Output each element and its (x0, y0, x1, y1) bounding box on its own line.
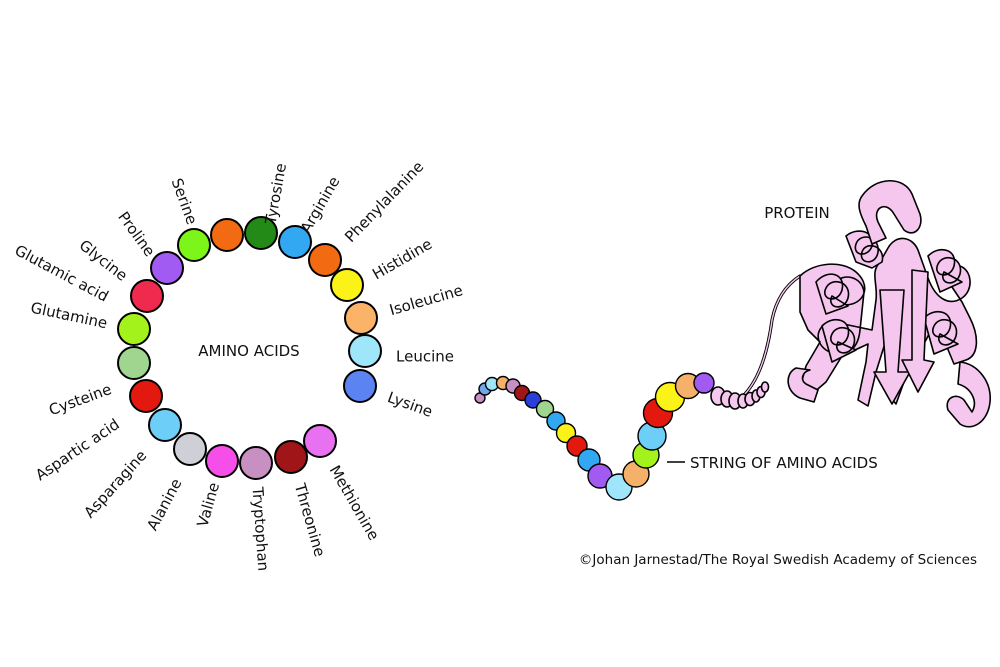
bead-methionine (303, 424, 337, 458)
amino-acid-ring (117, 216, 382, 480)
label-tryptophan: Tryptophan (248, 485, 272, 571)
bead-glycine (150, 251, 184, 285)
label-phenylalanine: Phenylalanine (341, 158, 427, 246)
label-alanine: Alanine (143, 476, 185, 534)
bead-tyrosine (244, 216, 278, 250)
label-glutamine: Glutamine (29, 299, 109, 333)
chain-bead (524, 391, 542, 409)
label-valine: Valine (193, 480, 223, 529)
credit-text: ©Johan Jarnestad/The Royal Swedish Acade… (579, 552, 977, 568)
bead-lysine (343, 369, 377, 403)
bead-arginine (278, 225, 312, 259)
bead-glutamic-acid (130, 279, 164, 313)
protein-structure (710, 180, 991, 428)
label-lysine: Lysine (385, 388, 435, 421)
bead-serine (210, 218, 244, 252)
coil-segment (710, 381, 770, 410)
bead-leucine (348, 334, 382, 368)
bead-asparagine (148, 408, 182, 442)
label-proline: Proline (114, 208, 158, 260)
label-arginine: Arginine (297, 173, 344, 236)
chain-bead (535, 399, 555, 419)
bead-proline (177, 228, 211, 262)
label-serine: Serine (168, 176, 201, 227)
label-isoleucine: Isoleucine (387, 281, 465, 319)
bead-tryptophan (239, 446, 273, 480)
label-asparagine: Asparagine (80, 447, 150, 522)
bead-phenylalanine (308, 243, 342, 277)
label-threonine: Threonine (291, 480, 329, 558)
bead-alanine (173, 432, 207, 466)
bead-threonine (274, 440, 308, 474)
label-methionine: Methionine (326, 462, 383, 543)
bead-aspartic-acid (129, 379, 163, 413)
ring-title: AMINO ACIDS (198, 342, 299, 360)
protein-label: PROTEIN (764, 204, 830, 222)
bead-histidine (330, 268, 364, 302)
label-tyrosine: Tyrosine (261, 162, 290, 227)
string-label: STRING OF AMINO ACIDS (690, 454, 878, 472)
bead-cysteine (117, 346, 151, 380)
label-histidine: Histidine (369, 235, 435, 283)
bead-glutamine (117, 312, 151, 346)
chain-bead (693, 372, 715, 394)
bead-valine (205, 444, 239, 478)
label-leucine: Leucine (396, 348, 454, 366)
label-cysteine: Cysteine (46, 380, 113, 419)
amino-acid-chain (474, 372, 715, 501)
bead-isoleucine (344, 301, 378, 335)
label-aspartic-acid: Aspartic acid (32, 415, 123, 484)
